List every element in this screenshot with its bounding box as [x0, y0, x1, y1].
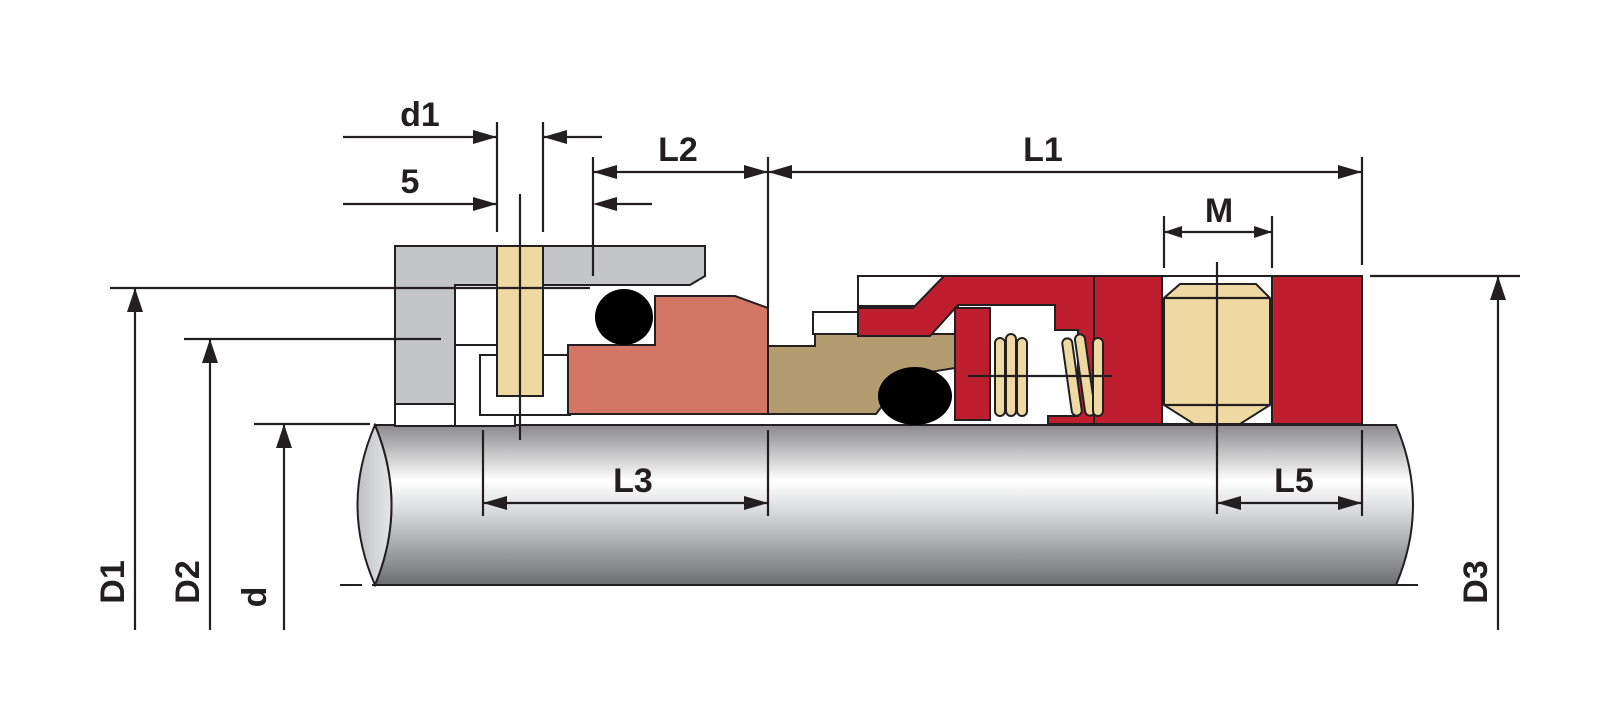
arrow-5-left — [473, 197, 497, 211]
label-D2: D2 — [169, 560, 207, 603]
arrow-D1 — [127, 288, 143, 312]
arrow-m-left — [1164, 226, 1182, 238]
sleeve-o-ring — [878, 367, 952, 425]
label-D3: D3 — [1457, 560, 1495, 603]
arrow-m-right — [1254, 226, 1272, 238]
arrow-l3-right — [744, 496, 768, 510]
springs — [968, 333, 1112, 417]
seal-face — [567, 295, 769, 415]
seat-o-ring — [595, 289, 653, 345]
arrow-l2-right — [744, 165, 768, 179]
arrow-l5-right — [1338, 496, 1362, 510]
arrow-l5-left — [1217, 496, 1241, 510]
arrow-l1-right — [1338, 165, 1362, 179]
arrow-d — [276, 424, 292, 448]
label-l5: L5 — [1274, 462, 1314, 500]
label-l2: L2 — [658, 131, 698, 169]
arrowheads — [127, 130, 1506, 510]
shaft — [340, 422, 1425, 588]
label-l1: L1 — [1023, 131, 1063, 169]
arrow-l3-left — [483, 496, 507, 510]
dimension-labels: d1 5 L2 L1 M L3 L5 D1 D2 d D3 — [94, 96, 1495, 607]
arrow-D3 — [1490, 276, 1506, 300]
arrow-l2-left — [593, 165, 617, 179]
set-screw — [1161, 262, 1273, 514]
label-d: d — [236, 587, 274, 608]
arrow-5-right — [593, 197, 617, 211]
drive-sleeve — [767, 311, 956, 415]
stationary-seat — [394, 245, 706, 427]
label-l3: L3 — [613, 462, 653, 500]
label-5: 5 — [401, 163, 420, 201]
arrow-l1-left — [768, 165, 792, 179]
label-D1: D1 — [94, 560, 132, 603]
anti-rotation-pin — [496, 194, 544, 440]
arrow-d1-right — [543, 130, 567, 144]
arrow-D2 — [202, 339, 218, 363]
arrow-d1-left — [473, 130, 497, 144]
label-d1: d1 — [400, 96, 440, 134]
label-m: M — [1205, 192, 1233, 230]
